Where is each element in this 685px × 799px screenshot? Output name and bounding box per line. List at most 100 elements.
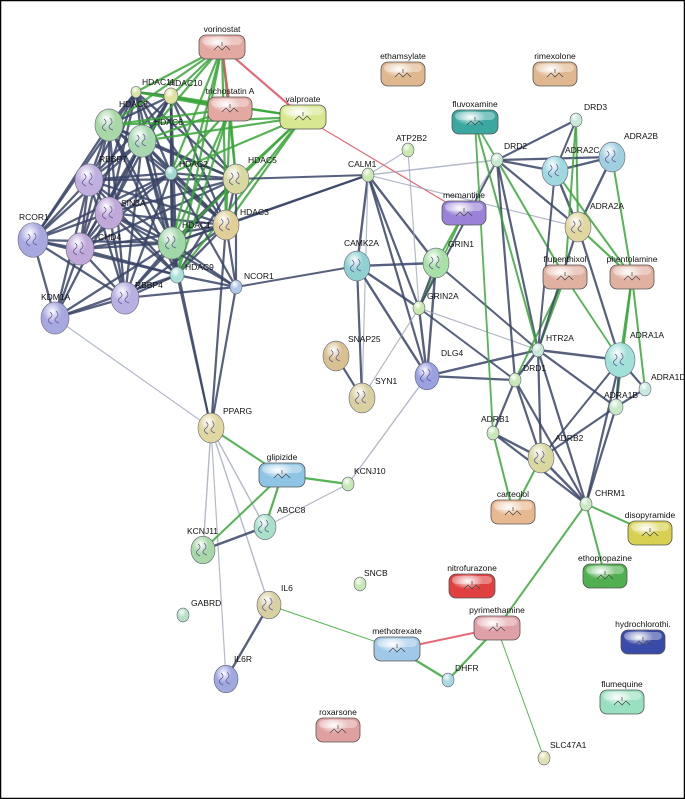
- drug-node-flumequine[interactable]: flumequine: [599, 679, 645, 715]
- drug-capsule: [609, 264, 655, 290]
- protein-node-HDAC8[interactable]: HDAC8: [94, 99, 148, 142]
- protein-node-HDAC5[interactable]: HDAC5: [222, 155, 277, 195]
- protein-label: HDAC3: [240, 207, 269, 217]
- edge-valproate-HDAC3: [225, 116, 304, 226]
- drug-node-vorinostat[interactable]: vorinostat: [198, 24, 246, 60]
- protein-label: KCNJ11: [187, 526, 218, 536]
- edge-CHD4-HDAC9: [79, 247, 178, 277]
- protein-node-PPARG[interactable]: PPARG: [197, 406, 252, 444]
- protein-node-DLG4[interactable]: DLG4: [414, 348, 463, 391]
- drug-node-valproate[interactable]: valproate: [279, 94, 327, 130]
- protein-node-ATP2B2[interactable]: ATP2B2: [396, 133, 427, 158]
- edge-DRD1-ADRB1: [491, 379, 517, 434]
- drug-node-nitrofurazone[interactable]: nitrofurazone: [447, 563, 497, 599]
- protein-node-IL6[interactable]: IL6: [256, 583, 293, 620]
- protein-node-DRD2[interactable]: DRD2: [490, 141, 527, 168]
- protein-label: SLC47A1: [550, 740, 587, 750]
- protein-node-SNCB[interactable]: SNCB: [353, 568, 388, 592]
- edge-RBBP7-HDAC1: [88, 179, 173, 244]
- protein-sphere: [222, 163, 250, 195]
- drug-node-disopyramide[interactable]: disopyramide: [625, 510, 676, 546]
- protein-node-KDM1A[interactable]: KDM1A: [40, 292, 71, 335]
- protein-node-HDAC9[interactable]: HDAC9: [169, 262, 214, 284]
- protein-node-KCNJ10[interactable]: KCNJ10: [341, 466, 386, 492]
- protein-node-ADRA2B[interactable]: ADRA2B: [598, 131, 658, 173]
- protein-node-HDAC3[interactable]: HDAC3: [212, 207, 269, 241]
- protein-node-SYN1[interactable]: SYN1: [348, 376, 397, 414]
- drug-capsule: [620, 629, 666, 655]
- protein-node-DRD3[interactable]: DRD3: [569, 102, 607, 128]
- edge-ADRA1A-ADRA2A: [576, 226, 622, 361]
- drug-node-methotrexate[interactable]: methotrexate: [372, 626, 422, 662]
- protein-node-GABRD[interactable]: GABRD: [176, 598, 221, 623]
- protein-node-ADRB1[interactable]: ADRB1: [481, 414, 510, 441]
- drug-node-rimexolone[interactable]: rimexolone: [532, 51, 578, 87]
- protein-sphere: [490, 152, 504, 168]
- protein-node-CAMK2A[interactable]: CAMK2A: [343, 238, 379, 282]
- drug-node-trichostatin[interactable]: trichostatin A: [206, 86, 255, 122]
- protein-node-SIN3A[interactable]: SIN3A: [94, 196, 146, 230]
- protein-label: ADRB2: [555, 433, 584, 443]
- drug-label: disopyramide: [625, 510, 676, 520]
- protein-node-GRIN2A[interactable]: GRIN2A: [412, 291, 459, 316]
- protein-node-RCOR1[interactable]: RCOR1: [17, 212, 49, 258]
- protein-node-SLC47A1[interactable]: SLC47A1: [537, 740, 587, 766]
- drug-label: nitrofurazone: [447, 563, 497, 573]
- protein-node-CHD4[interactable]: CHD4: [65, 232, 121, 266]
- protein-node-HTR2A[interactable]: HTR2A: [531, 333, 574, 358]
- protein-node-CALM1[interactable]: CALM1: [348, 159, 377, 183]
- protein-label: ABCC8: [277, 505, 306, 515]
- protein-node-ADRA2C[interactable]: ADRA2C: [541, 145, 599, 187]
- protein-node-ADRA1A[interactable]: ADRA1A: [604, 330, 664, 378]
- drug-node-flupenthixol[interactable]: flupenthixol: [542, 254, 588, 290]
- edge-ADRA1B-CHRM1: [584, 406, 618, 505]
- protein-label: ADRA1B: [604, 390, 638, 400]
- protein-node-KCNJ11[interactable]: KCNJ11: [187, 526, 218, 565]
- protein-node-IL6R[interactable]: IL6R: [213, 654, 252, 694]
- protein-node-SNAP25[interactable]: SNAP25: [322, 334, 381, 372]
- drug-node-pyrimethamine[interactable]: pyrimethamine: [469, 605, 525, 641]
- protein-node-ADRB2[interactable]: ADRB2: [527, 433, 584, 474]
- drug-capsule-highlight: [211, 99, 249, 107]
- protein-node-NCOR1[interactable]: NCOR1: [229, 271, 274, 295]
- protein-node-HDAC1[interactable]: HDAC1: [157, 220, 211, 260]
- edge-KCNJ10-ABCC8: [264, 483, 349, 528]
- protein-node-ADRA2A[interactable]: ADRA2A: [564, 201, 624, 243]
- drug-node-glipizide[interactable]: glipizide: [258, 452, 306, 488]
- protein-node-DRD1[interactable]: DRD1: [508, 363, 546, 388]
- protein-node-CHRM1[interactable]: CHRM1: [579, 488, 625, 512]
- protein-node-HDAC6[interactable]: HDAC6: [127, 117, 183, 158]
- protein-structure-icon: [219, 671, 231, 686]
- edge-HDAC9-PPARG: [176, 274, 212, 429]
- drug-node-fluvoxamine[interactable]: fluvoxamine: [451, 99, 499, 135]
- drug-capsule: [599, 689, 645, 715]
- protein-node-HDAC2[interactable]: HDAC2: [164, 159, 208, 181]
- edge-SIN3A-KDM1A: [53, 212, 111, 319]
- protein-node-ADRA1B[interactable]: ADRA1B: [604, 390, 638, 416]
- molecule-structure-icon: [641, 528, 659, 537]
- protein-sphere: [157, 226, 187, 260]
- protein-structure-icon: [196, 542, 208, 557]
- drug-node-memantine[interactable]: memantine: [441, 190, 487, 226]
- edge-HDAC1-RCOR1: [32, 238, 173, 245]
- drug-node-phentolamine[interactable]: phentolamine: [606, 254, 658, 290]
- edge-CALM1-ATP2B2: [367, 149, 409, 176]
- protein-node-GRIN1[interactable]: GRIN1: [422, 239, 474, 279]
- drug-capsule-highlight: [445, 203, 483, 211]
- protein-node-RBBP7[interactable]: RBBP7: [74, 154, 127, 197]
- drug-node-ethamsylate[interactable]: ethamsylate: [380, 51, 426, 87]
- drug-node-roxarsone[interactable]: roxarsone: [315, 707, 361, 743]
- protein-node-RBBP4[interactable]: RBBP4: [110, 280, 163, 315]
- protein-label: NCOR1: [244, 271, 274, 281]
- protein-label: GRIN2A: [427, 291, 459, 301]
- drug-capsule: [448, 573, 496, 599]
- drug-node-carteolol[interactable]: carteolol: [490, 489, 536, 525]
- protein-node-ABCC8[interactable]: ABCC8: [253, 505, 306, 540]
- drug-node-hydrochlorothi[interactable]: hydrochlorothi.: [615, 619, 671, 655]
- protein-node-DHFR[interactable]: DHFR: [441, 663, 479, 688]
- protein-node-ADRA1D[interactable]: ADRA1D: [638, 372, 685, 397]
- drug-node-ethopropazine[interactable]: ethopropazine: [578, 553, 632, 589]
- protein-node-HDAC11[interactable]: HDAC11: [130, 77, 175, 99]
- protein-node-HDAC10[interactable]: HDAC10: [163, 78, 203, 105]
- drug-capsule-highlight: [536, 64, 574, 72]
